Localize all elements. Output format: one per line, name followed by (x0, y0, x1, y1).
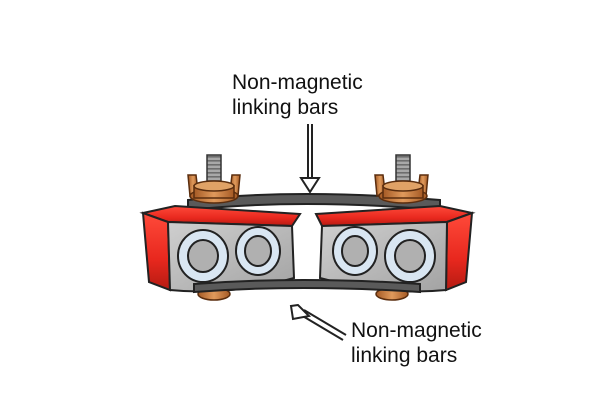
left-magnet-ring-2 (235, 226, 281, 276)
bottom-callout-label: Non-magnetic linking bars (351, 318, 482, 368)
left-bolt-icon (187, 154, 241, 204)
left-magnet-block (139, 204, 302, 293)
bottom-callout-line-1: Non-magnetic (351, 319, 482, 342)
top-pointer-arrow-icon (299, 124, 321, 194)
right-magnet-block (314, 204, 476, 293)
right-magnet-ring-2 (384, 229, 436, 283)
right-magnet-ring-1 (332, 226, 378, 276)
left-magnet-ring-1 (177, 229, 229, 283)
top-callout-label: Non-magnetic linking bars (232, 70, 363, 120)
bottom-linking-bar (193, 279, 421, 294)
right-bolt-icon (374, 154, 429, 204)
bottom-callout-line-2: linking bars (351, 344, 458, 367)
top-callout-line-2: linking bars (232, 96, 339, 119)
bottom-pointer-arrow-icon (289, 303, 347, 341)
top-callout-line-1: Non-magnetic (232, 71, 363, 94)
